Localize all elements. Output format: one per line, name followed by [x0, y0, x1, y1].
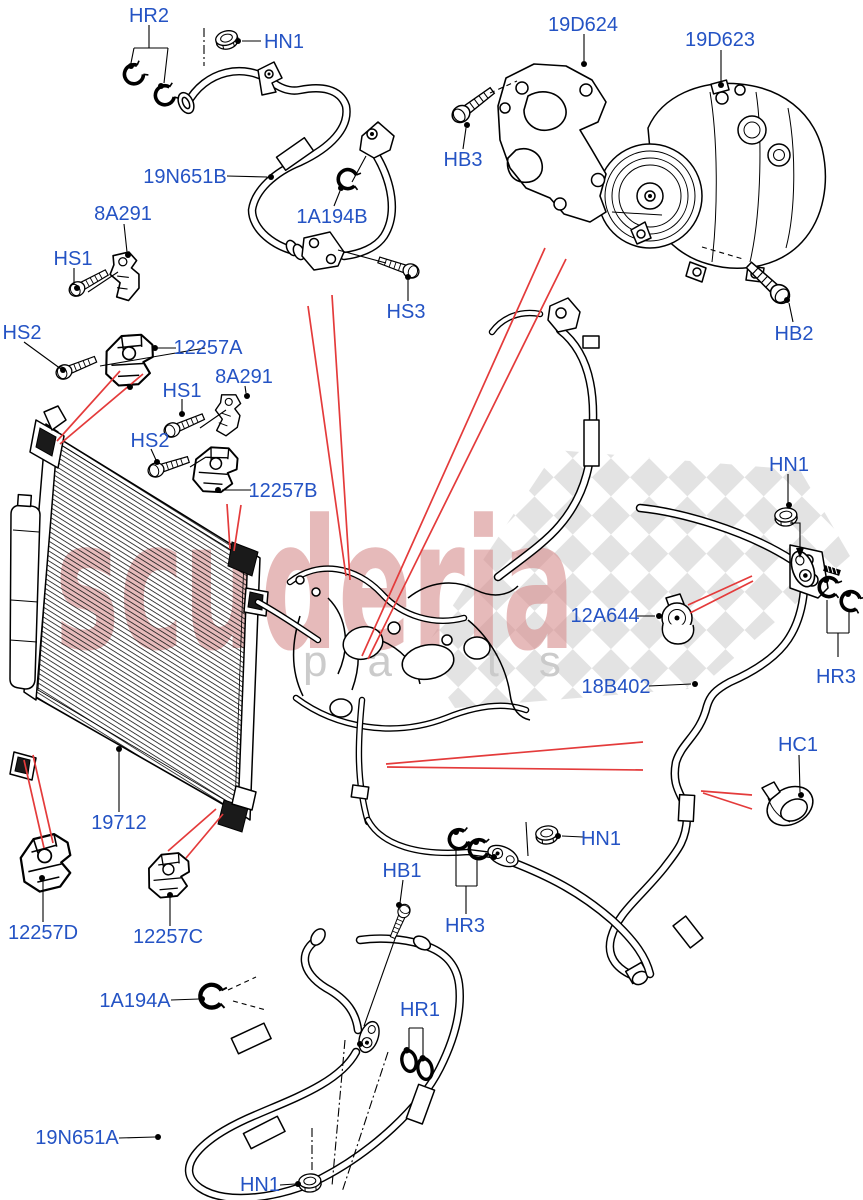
construction-lines [203, 28, 744, 1193]
part-label-1a194a-28: 1A194A [99, 990, 171, 1012]
part-label-18b402-20: 18B402 [582, 676, 651, 698]
part-label-19d623-3: 19D623 [685, 29, 755, 51]
receiver-drier [9, 504, 41, 690]
part-label-12257a-12: 12257A [174, 337, 244, 359]
part-label-hs2-15: HS2 [131, 430, 170, 452]
leader-arrow [796, 548, 804, 558]
part-label-hc1-21: HC1 [778, 734, 818, 756]
part-label-19d624-2: 19D624 [548, 14, 618, 36]
part-label-hr3-25: HR3 [445, 915, 485, 937]
part-label-hr1-29: HR1 [400, 999, 440, 1021]
condenser-drawing [9, 405, 269, 833]
hose-19n651a-drawing [189, 928, 460, 1198]
part-label-12257b-16: 12257B [249, 480, 318, 502]
part-label-hb2-10: HB2 [775, 323, 814, 345]
part-label-8a291-13: 8A291 [215, 366, 273, 388]
part-label-hs3-9: HS3 [387, 301, 426, 323]
part-label-12257c-27: 12257C [133, 926, 203, 948]
part-label-hs1-8: HS1 [54, 248, 93, 270]
bracket-19d624-drawing [497, 63, 607, 223]
checkered-flag-watermark [420, 450, 850, 708]
part-label-hr3-19: HR3 [816, 666, 856, 688]
part-label-1a194b-7: 1A194B [296, 206, 367, 228]
part-label-hs2-11: HS2 [3, 322, 42, 344]
hose-19n651b-drawing [177, 61, 394, 271]
sensor-12a644 [661, 593, 695, 645]
part-label-hn1-23: HN1 [581, 828, 621, 850]
part-label-hb3-4: HB3 [444, 149, 483, 171]
part-label-19n651b-5: 19N651B [143, 166, 226, 188]
part-label-19712-22: 19712 [91, 812, 147, 834]
part-label-hn1-17: HN1 [769, 454, 809, 476]
part-label-hb1-24: HB1 [383, 860, 422, 882]
part-label-hn1-1: HN1 [264, 31, 304, 53]
part-label-12257d-26: 12257D [8, 922, 78, 944]
part-label-hr2-0: HR2 [129, 5, 169, 27]
part-label-12a644-18: 12A644 [571, 605, 640, 627]
part-label-hs1-14: HS1 [163, 380, 202, 402]
part-label-19n651a-30: 19N651A [35, 1127, 119, 1149]
engine-cluster-drawing [290, 569, 531, 729]
leader-dots [39, 38, 851, 1187]
black-leader-lines [23, 25, 850, 1186]
red-leader-lines [23, 247, 754, 859]
part-label-8a291-6: 8A291 [94, 203, 152, 225]
part-label-hn1-31: HN1 [240, 1174, 280, 1196]
pipes-drawing [258, 297, 841, 986]
compressor-drawing [597, 79, 827, 283]
